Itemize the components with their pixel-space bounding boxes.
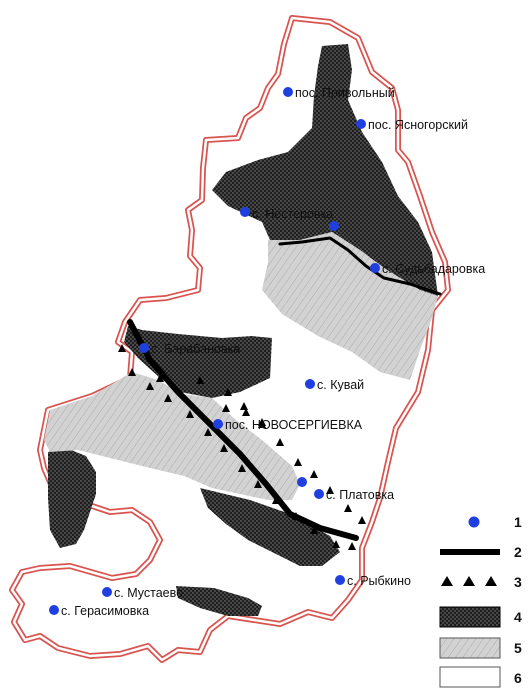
legend-num-3: 3 xyxy=(514,574,522,590)
zone-dark-barabanovka xyxy=(124,326,272,398)
triangle-mark xyxy=(164,394,172,402)
settlement-dot-barabanovka xyxy=(139,343,149,353)
settlement-label-sudbadarovka: с. Судьбадаровка xyxy=(382,262,485,276)
legend-num-5: 5 xyxy=(514,640,522,656)
triangle-mark xyxy=(310,526,318,534)
triangle-mark xyxy=(220,444,228,452)
triangle-mark xyxy=(128,368,136,376)
triangle-mark xyxy=(294,458,302,466)
triangle-mark xyxy=(156,374,164,382)
settlement-label-kuvai: с. Кувай xyxy=(317,378,364,392)
settlement-label-privolny: пос. Привольный xyxy=(295,86,395,100)
settlements-layer: пос. Привольный пос. Ясногорский с. Нест… xyxy=(49,86,485,618)
triangle-mark xyxy=(146,382,154,390)
zone-dark-southcentral xyxy=(200,488,340,566)
legend-num-1: 1 xyxy=(514,514,522,530)
zone-dark-north xyxy=(212,44,438,296)
triangle-mark xyxy=(186,410,194,418)
legend-num-6: 6 xyxy=(514,670,522,686)
triangle-mark xyxy=(326,486,334,494)
triangle-mark xyxy=(344,504,352,512)
triangle-mark xyxy=(292,512,300,520)
settlement-dot-yasnogorsky xyxy=(356,119,366,129)
triangle-mark xyxy=(222,404,230,412)
settlement-dot-sudbadarovka xyxy=(370,263,380,273)
settlement-label-gerasimovka: с. Герасимовка xyxy=(61,604,149,618)
legend-symbol-settlement-dot xyxy=(468,516,480,528)
triangle-mark xyxy=(258,420,266,428)
triangle-mark xyxy=(118,344,126,352)
settlement-label-nesterovka: с. Нестеровка xyxy=(252,207,333,221)
triangle-mark xyxy=(224,388,232,396)
settlement-label-rybkino: с. Рыбкино xyxy=(347,574,411,588)
zone-light-southwest xyxy=(44,372,300,500)
district-boundary-inner xyxy=(10,16,450,662)
triangle-mark xyxy=(196,376,204,384)
triangle-mark xyxy=(348,542,356,550)
triangle-mark xyxy=(276,438,284,446)
settlement-label-barabanovka: с. Барабановка xyxy=(151,342,240,356)
triangle-mark xyxy=(358,516,366,524)
settlement-dot-novosergievka xyxy=(213,419,223,429)
settlement-dot-rybkino xyxy=(335,575,345,585)
legend-num-4: 4 xyxy=(514,609,522,625)
legend-symbol-dark-hatched-area xyxy=(439,606,501,628)
triangle-marks xyxy=(118,344,366,550)
legend-symbol-white-area xyxy=(439,666,501,688)
legend-num-2: 2 xyxy=(514,544,522,560)
zone-dark-mustaevo xyxy=(176,586,262,616)
settlement-dot-privolny xyxy=(283,87,293,97)
settlement-label-mustaevo: с. Мустаево xyxy=(114,586,183,600)
settlement-label-novosergievka: пос. НОВОСЕРГИЕВКА xyxy=(225,418,363,432)
settlement-dot-platovka xyxy=(297,477,307,487)
legend-symbol-triangles xyxy=(441,576,497,586)
triangle-mark xyxy=(204,428,212,436)
settlement-dot-platovka-2 xyxy=(314,489,324,499)
fault-line-north xyxy=(278,236,442,296)
fault-line-main xyxy=(127,319,359,541)
settlement-dot-mustaevo xyxy=(102,587,112,597)
settlement-dot-nesterovka-2 xyxy=(329,221,339,231)
map-legend: 1 2 3 4 5 6 xyxy=(439,514,522,688)
triangle-mark xyxy=(238,464,246,472)
zone-dark-west xyxy=(48,448,96,548)
triangle-mark xyxy=(310,470,318,478)
zone-light-central xyxy=(262,232,438,380)
settlement-dot-nesterovka xyxy=(240,207,250,217)
triangle-mark xyxy=(272,496,280,504)
triangle-mark xyxy=(332,540,340,548)
triangle-mark xyxy=(254,480,262,488)
settlement-dot-kuvai xyxy=(305,379,315,389)
triangle-mark xyxy=(242,408,250,416)
settlement-dot-gerasimovka xyxy=(49,605,59,615)
settlement-label-yasnogorsky: пос. Ясногорский xyxy=(368,118,468,132)
settlement-label-platovka: с. Платовка xyxy=(326,488,394,502)
legend-symbol-light-hatched-area xyxy=(439,637,501,659)
